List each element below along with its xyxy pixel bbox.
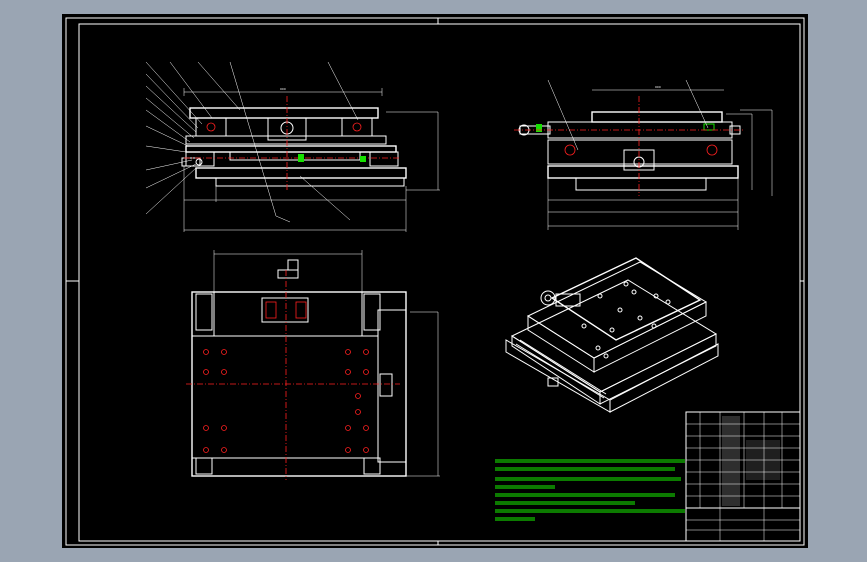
side-view: 000 xyxy=(514,79,773,230)
front-view: 000 xyxy=(145,61,440,232)
drawing-sheet: 000 xyxy=(65,17,805,546)
top-view xyxy=(186,250,440,480)
technical-notes xyxy=(495,459,685,521)
isometric-view xyxy=(505,257,719,413)
title-block xyxy=(685,411,801,542)
svg-text:000: 000 xyxy=(655,85,661,89)
sheet-outer-border xyxy=(65,17,805,546)
cad-model-space[interactable]: 000 xyxy=(62,14,808,548)
sheet-inner-frame xyxy=(78,23,801,542)
svg-text:000: 000 xyxy=(280,87,286,91)
